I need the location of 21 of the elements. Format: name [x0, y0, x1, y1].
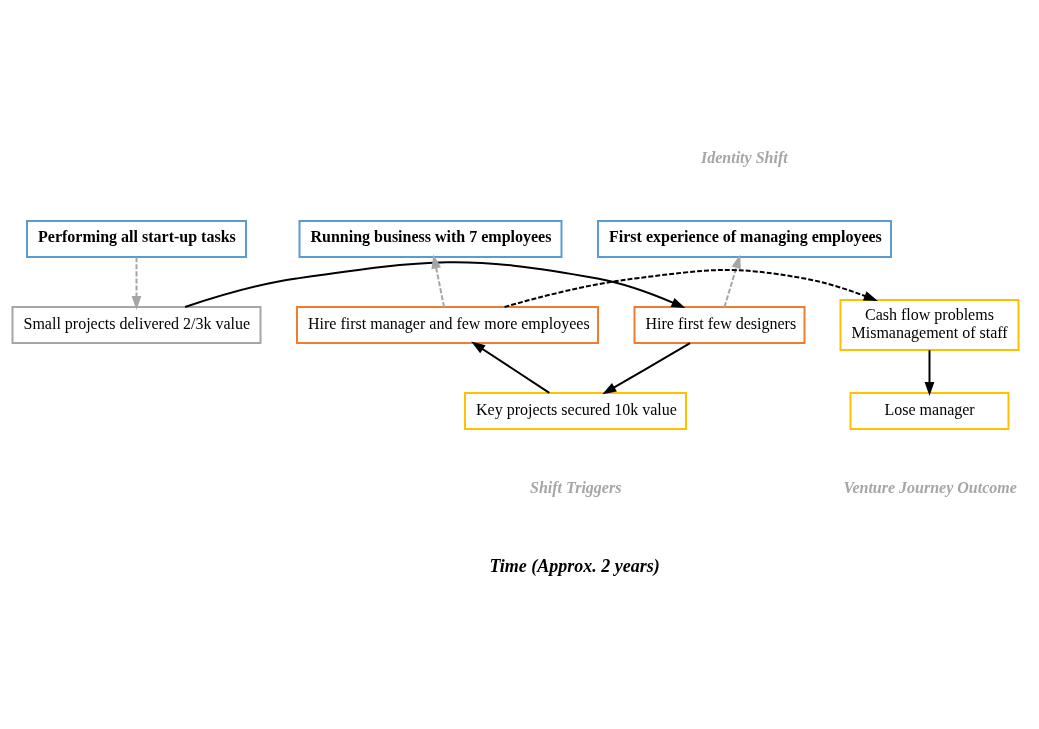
node-box: Hire first manager and few more employees: [296, 306, 599, 344]
arrow: [503, 269, 878, 308]
arrow: [184, 261, 686, 309]
node-box: Small projects delivered 2/3k value: [11, 306, 262, 344]
arrow: [131, 256, 142, 310]
node-box: Hire first few designers: [633, 306, 806, 344]
node-box: Running business with 7 employees: [298, 220, 563, 258]
arrow: [602, 342, 691, 395]
node-box: Key projects secured 10k value: [464, 392, 687, 430]
label: Venture Journey Outcome: [843, 478, 1017, 496]
arrow: [723, 254, 741, 308]
arrow: [471, 341, 551, 394]
node-box: Cash flow problems Mismanagement of staff: [839, 299, 1020, 351]
arrow: [924, 349, 935, 396]
label: Shift Triggers: [530, 478, 622, 496]
node-box: Performing all start-up tasks: [26, 220, 247, 258]
node-box: First experience of managing employees: [597, 220, 892, 258]
node-box: Lose manager: [849, 392, 1010, 430]
arrow: [431, 254, 446, 308]
label: Time (Approx. 2 years): [489, 556, 660, 577]
label: Identity Shift: [701, 148, 788, 166]
